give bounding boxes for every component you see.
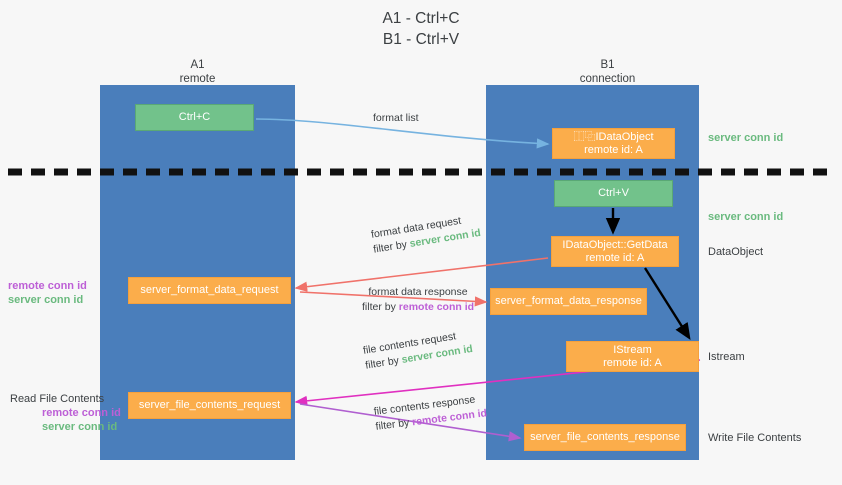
box-getdata-line-1: IDataObject::GetData: [562, 238, 668, 251]
box-server-file-contents-response[interactable]: server_file_contents_response: [524, 424, 686, 451]
box-idataobject[interactable]: ⿰⿻IDataObject remote id: A: [552, 128, 675, 159]
box-istream-line-2: remote id: A: [603, 356, 662, 369]
label-remote-conn-id-bottom: remote conn id: [42, 407, 121, 419]
label-group-conn-ids-middle: remote conn id server conn id: [8, 279, 87, 307]
box-server-file-contents-response-label: server_file_contents_response: [530, 431, 680, 443]
lane-b1-name: B1: [600, 59, 615, 71]
box-server-file-contents-request-label: server_file_contents_request: [138, 399, 281, 411]
box-idataobject-label: ⿰⿻IDataObject remote id: A: [573, 131, 653, 157]
box-idataobject-line-2: remote id: A: [584, 143, 643, 156]
label-read-file-contents: Read File Contents: [10, 393, 105, 405]
label-server-conn-id-left-middle: server conn id: [8, 294, 84, 306]
box-getdata-label: IDataObject::GetData remote id: A: [562, 239, 667, 265]
label-server-conn-id-top: server conn id: [708, 132, 784, 144]
box-server-format-data-request-label: server_format_data_request: [140, 284, 279, 296]
arrow-label-format-data-response-filter: filter by remote conn id: [362, 300, 474, 315]
label-group-read-file-contents: Read File Contents remote conn id server…: [10, 392, 121, 434]
filter-prefix: filter by: [362, 301, 399, 313]
arrow-label-format-data-response: format data response filter by remote co…: [362, 285, 474, 315]
box-getdata-line-2: remote id: A: [585, 251, 645, 264]
box-ctrl-v[interactable]: Ctrl+V: [554, 180, 673, 207]
label-server-conn-id-middle: server conn id: [708, 211, 784, 223]
lane-a1-subtitle: remote: [179, 73, 216, 85]
arrow-label-format-data-response-title: format data response: [368, 286, 468, 298]
box-idataobject-getdata[interactable]: IDataObject::GetData remote id: A: [551, 236, 679, 267]
box-server-format-data-request[interactable]: server_format_data_request: [128, 277, 291, 304]
filter-prefix: filter by: [374, 416, 413, 433]
label-server-conn-id-bottom: server conn id: [42, 421, 118, 433]
label-remote-conn-id-middle: remote conn id: [8, 280, 87, 292]
lane-a1-header: A1 remote: [130, 58, 265, 86]
box-server-format-data-response-label: server_format_data_response: [495, 295, 642, 307]
diagram-title: A1 - Ctrl+C B1 - Ctrl+V: [0, 8, 842, 50]
title-line-1: A1 - Ctrl+C: [382, 10, 460, 27]
arrow-label-format-list: format list: [373, 112, 419, 124]
arrow-label-file-contents-response: file contents response filter by remote …: [373, 391, 488, 434]
box-ctrl-c[interactable]: Ctrl+C: [135, 104, 254, 131]
label-write-file-contents: Write File Contents: [708, 432, 802, 444]
filter-value: remote conn id: [398, 301, 475, 313]
box-idataobject-line-1: ⿰⿻IDataObject: [573, 130, 654, 143]
arrow-label-format-data-request: format data request filter by server con…: [370, 211, 482, 258]
box-istream-label: IStream remote id: A: [603, 344, 662, 370]
lane-b1-subtitle: connection: [579, 73, 636, 85]
box-istream-line-1: IStream: [613, 343, 652, 356]
lane-a1-name: A1: [190, 59, 205, 71]
box-ctrl-c-label: Ctrl+C: [178, 111, 211, 123]
label-dataobject: DataObject: [708, 246, 764, 258]
label-istream: Istream: [708, 351, 745, 363]
box-server-file-contents-request[interactable]: server_file_contents_request: [128, 392, 291, 419]
box-istream[interactable]: IStream remote id: A: [566, 341, 699, 372]
title-line-2: B1 - Ctrl+V: [382, 31, 460, 48]
box-server-format-data-response[interactable]: server_format_data_response: [490, 288, 647, 315]
lane-b1-header: B1 connection: [540, 58, 675, 86]
box-ctrl-v-label: Ctrl+V: [598, 187, 629, 199]
arrow-label-file-contents-request: file contents request filter by server c…: [362, 327, 474, 374]
